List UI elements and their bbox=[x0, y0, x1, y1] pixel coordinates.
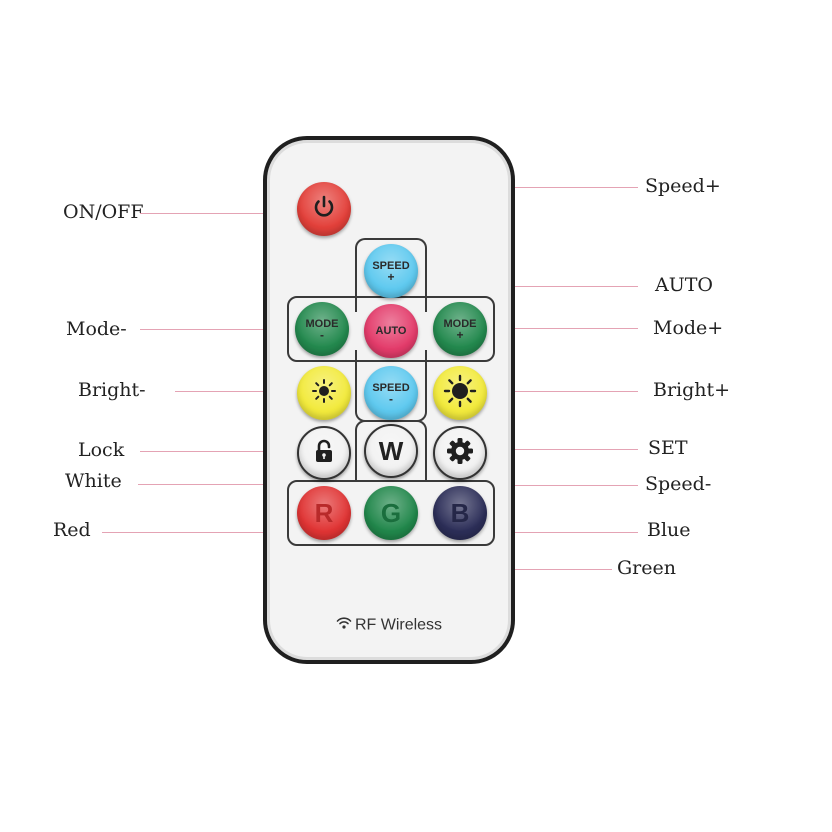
mode-plus-button[interactable]: MODE + bbox=[433, 302, 487, 356]
wifi-icon bbox=[336, 616, 352, 635]
red-button[interactable]: R bbox=[297, 486, 351, 540]
remote-body: SPEED + MODE - AUTO MODE + SPEED - bbox=[263, 136, 515, 664]
set-button[interactable] bbox=[433, 426, 487, 480]
leader-bright-plus bbox=[478, 391, 638, 392]
mode-plus-sign: + bbox=[456, 327, 464, 342]
power-icon bbox=[309, 192, 339, 226]
blue-letter: B bbox=[450, 498, 470, 528]
callout-white: White bbox=[65, 470, 122, 492]
red-letter: R bbox=[314, 498, 334, 528]
leader-mode-minus bbox=[140, 329, 300, 330]
green-button[interactable]: G bbox=[364, 486, 418, 540]
white-panel bbox=[355, 420, 427, 480]
leader-bright-minus bbox=[175, 391, 305, 392]
callout-speed-plus: Speed+ bbox=[645, 175, 721, 197]
white-letter: W bbox=[378, 436, 404, 466]
mode-minus-label: MODE bbox=[305, 317, 339, 330]
bright-plus-button[interactable] bbox=[433, 366, 487, 420]
speed-plus-button[interactable]: SPEED + bbox=[364, 244, 418, 298]
leader-red bbox=[102, 532, 312, 533]
blue-button[interactable]: B bbox=[433, 486, 487, 540]
sun-small-icon bbox=[309, 376, 339, 410]
callout-red: Red bbox=[53, 519, 91, 541]
callout-bright-plus: Bright+ bbox=[653, 379, 731, 401]
callout-speed-minus: Speed- bbox=[645, 473, 712, 495]
callout-blue: Blue bbox=[647, 519, 691, 541]
white-button[interactable]: W bbox=[364, 424, 418, 478]
auto-button[interactable]: AUTO bbox=[364, 304, 418, 358]
leader-auto bbox=[415, 286, 638, 287]
gear-icon bbox=[444, 435, 476, 471]
callout-mode-minus: Mode- bbox=[66, 318, 127, 340]
speed-minus-label: SPEED bbox=[372, 381, 410, 394]
leader-speed-minus bbox=[420, 485, 638, 486]
bright-minus-button[interactable] bbox=[297, 366, 351, 420]
cross-panel-top bbox=[355, 238, 427, 312]
leader-set bbox=[478, 449, 638, 450]
speed-minus-button[interactable]: SPEED - bbox=[364, 366, 418, 420]
auto-label: AUTO bbox=[375, 325, 407, 337]
callout-bright-minus: Bright- bbox=[78, 379, 146, 401]
rgb-panel bbox=[287, 480, 495, 546]
callout-mode-plus: Mode+ bbox=[653, 317, 724, 339]
speed-plus-label: SPEED bbox=[372, 259, 410, 272]
leader-white bbox=[138, 484, 384, 485]
sun-large-icon bbox=[442, 373, 478, 413]
callout-auto: AUTO bbox=[655, 274, 713, 296]
callout-on-off: ON/OFF bbox=[63, 201, 144, 223]
power-button[interactable] bbox=[297, 182, 351, 236]
callout-lock: Lock bbox=[78, 439, 125, 461]
leader-blue bbox=[468, 532, 638, 533]
mode-plus-label: MODE bbox=[443, 317, 477, 330]
leader-on-off bbox=[140, 213, 310, 214]
speed-minus-sign: - bbox=[389, 391, 393, 406]
lock-icon bbox=[309, 436, 339, 470]
brand-text: RF Wireless bbox=[354, 616, 443, 634]
brand-label: RF Wireless bbox=[267, 616, 511, 635]
speed-plus-sign: + bbox=[387, 269, 395, 284]
mode-minus-button[interactable]: MODE - bbox=[295, 302, 349, 356]
green-letter: G bbox=[380, 498, 402, 528]
callout-set: SET bbox=[648, 437, 688, 459]
mode-minus-sign: - bbox=[320, 327, 324, 342]
leader-lock bbox=[140, 451, 300, 452]
lock-button[interactable] bbox=[297, 426, 351, 480]
leader-mode-plus bbox=[480, 328, 638, 329]
callout-green: Green bbox=[617, 557, 676, 579]
